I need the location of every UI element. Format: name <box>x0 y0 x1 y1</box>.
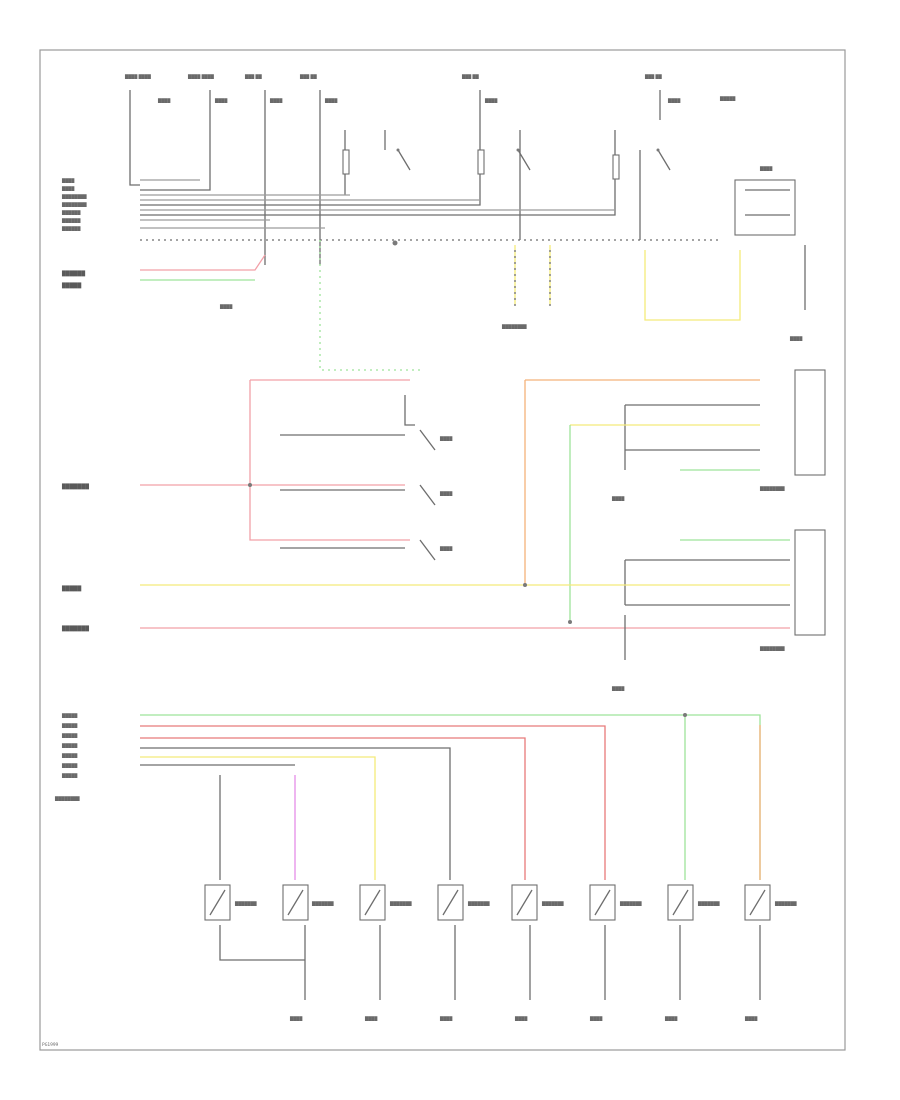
svg-text:████████: ████████ <box>501 324 528 329</box>
svg-text:████████: ████████ <box>759 646 786 651</box>
svg-text:████: ████ <box>219 304 233 309</box>
svg-text:██████: ██████ <box>61 270 85 277</box>
svg-text:█████: █████ <box>61 773 78 778</box>
fuse-2 <box>477 149 485 175</box>
svg-text:████████: ████████ <box>61 194 88 199</box>
svg-text:█████: █████ <box>61 713 78 718</box>
bottom-switches: ███████ ███████ ███████ ███████ ███████ … <box>204 884 797 1021</box>
svg-text:████: ████ <box>484 98 498 103</box>
svg-text:███████: ███████ <box>619 901 642 906</box>
svg-text:████████: ████████ <box>759 486 786 491</box>
svg-text:████: ████ <box>439 436 453 441</box>
svg-text:████: ████ <box>324 98 338 103</box>
svg-text:██████: ██████ <box>61 210 81 215</box>
svg-text:███████: ███████ <box>541 901 564 906</box>
svg-text:███ ██: ███ ██ <box>644 74 663 79</box>
svg-text:████: ████ <box>157 98 171 103</box>
svg-text:█████: █████ <box>61 733 78 738</box>
svg-text:████████: ████████ <box>61 202 88 207</box>
svg-text:█████: █████ <box>61 763 78 768</box>
svg-text:███████: ███████ <box>697 901 720 906</box>
svg-text:███████: ███████ <box>389 901 412 906</box>
svg-text:████: ████ <box>664 1016 678 1021</box>
svg-text:████: ████ <box>514 1016 528 1021</box>
svg-text:█████: █████ <box>61 723 78 728</box>
top-right-module: █████ ████ <box>719 96 796 236</box>
svg-text:████: ████ <box>789 336 803 341</box>
svg-text:████: ████ <box>289 1016 303 1021</box>
svg-text:████: ████ <box>269 98 283 103</box>
svg-text:████: ████ <box>61 186 75 191</box>
svg-text:████: ████ <box>439 1016 453 1021</box>
svg-text:███████: ███████ <box>61 483 89 490</box>
svg-text:███ ██: ███ ██ <box>244 74 263 79</box>
svg-text:████████: ████████ <box>54 796 81 801</box>
svg-text:███████: ███████ <box>467 901 490 906</box>
fuse-feeds: ████ ████ ████ ████ ███ ██ ███ ██ ███ ██… <box>61 74 720 265</box>
svg-text:█████: █████ <box>61 743 78 748</box>
door-lock-actuators: ████████ ████████ ████ ████ <box>140 369 826 691</box>
fuse-3 <box>612 154 620 180</box>
svg-text:████: ████ <box>589 1016 603 1021</box>
door-lock-section: ███████ █████ ███████ ████ ████ ████ <box>61 379 453 632</box>
svg-text:████: ████ <box>611 686 625 691</box>
svg-text:████: ████ <box>61 178 75 183</box>
page-id: PG1999 <box>42 1042 59 1048</box>
svg-text:████: ████ <box>759 166 773 171</box>
svg-text:█████: █████ <box>61 585 81 592</box>
svg-text:████: ████ <box>439 491 453 496</box>
svg-text:█████: █████ <box>61 282 81 289</box>
svg-text:████: ████ <box>611 496 625 501</box>
fuse-1 <box>342 149 350 175</box>
svg-text:████: ████ <box>364 1016 378 1021</box>
svg-text:█████: █████ <box>719 96 736 101</box>
svg-text:██████: ██████ <box>61 218 81 223</box>
svg-text:████ ████: ████ ████ <box>187 74 215 79</box>
svg-text:███████: ███████ <box>774 901 797 906</box>
svg-text:█████: █████ <box>61 753 78 758</box>
svg-text:███ ██: ███ ██ <box>461 74 480 79</box>
svg-text:████: ████ <box>439 546 453 551</box>
svg-text:███ ██: ███ ██ <box>299 74 318 79</box>
svg-text:███████: ███████ <box>234 901 257 906</box>
svg-text:████ ████: ████ ████ <box>124 74 152 79</box>
svg-text:████: ████ <box>667 98 681 103</box>
sensor-bus: █████ █████ █████ █████ █████ █████ ████… <box>54 713 761 880</box>
svg-text:███████: ███████ <box>311 901 334 906</box>
svg-text:████: ████ <box>744 1016 758 1021</box>
svg-text:███████: ███████ <box>61 625 89 632</box>
svg-text:██████: ██████ <box>61 226 81 231</box>
svg-text:████: ████ <box>214 98 228 103</box>
diagram-frame <box>39 49 846 1051</box>
